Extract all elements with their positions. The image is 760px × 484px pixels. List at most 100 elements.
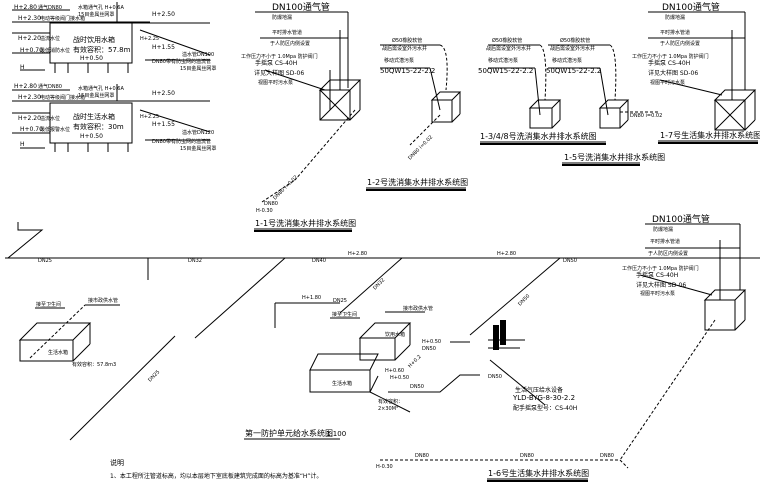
pump-model: 50QW15-22-2.2 — [380, 67, 435, 75]
diagram-title: 1-6号生活集水井排水系统图 — [488, 468, 589, 478]
pipe-label: DN80 i=0.02 — [630, 113, 662, 119]
note-label: 手摇泵 CS-40H — [636, 271, 678, 279]
note-label: 视图平时污水泵 — [258, 79, 293, 86]
pipe-label: DN80 i=0.02 — [272, 174, 299, 201]
note-label: 水箱通气孔 H+0.6A — [78, 4, 124, 11]
tank-drinking: H+2.80 通气DN80 水箱通气孔 H+0.6A 15目金属丝网罩 H+2.… — [12, 2, 216, 73]
pipe-label: DN50 — [517, 293, 531, 307]
note-label: 详见大样图 SD-06 — [648, 69, 698, 77]
pipe-label: DN50 — [488, 374, 502, 380]
middle-water-tanks: 接至卫生间 接市政供水管 生活水箱 饮用水箱 有效容积： 2×30M³ H+0.… — [309, 305, 480, 413]
pump-icon — [500, 320, 506, 345]
note-label: 15目金属丝网罩 — [78, 11, 114, 18]
tank-name: 生活水箱 — [48, 349, 68, 356]
note-label: 平时排水管道 — [272, 29, 302, 36]
notes-heading: 说明 — [110, 458, 124, 467]
sump-1-348: Ø50橡胶软管 战后需设室外污水井 移动式潜污泵 50QW15-22-2.2 1… — [478, 37, 606, 145]
pipe-label: DN25 — [147, 369, 161, 383]
notes-item: 1、本工程所注管道标高，均以本层地下室底板建筑完成面的标高为基准“H”计。 — [110, 472, 322, 480]
level-label: H — [20, 64, 25, 71]
note-label: 溢流水位 — [40, 35, 60, 42]
note-label: 移动式潜污泵 — [552, 57, 582, 64]
pipe-label: DN40 — [312, 258, 326, 264]
scale-label: 1:100 — [326, 430, 346, 438]
diagram-title: 1-1号洗消集水井排水系统图 — [255, 218, 356, 228]
tank-name: 战时生活水箱 — [73, 112, 115, 121]
pressure-pump-set: DN50 生活气压给水设备 YLD-BYG-8-30-2.2 配手摇泵型号：CS… — [488, 320, 577, 412]
pipe-label: DN50 — [422, 346, 436, 352]
level-label: H+2.30 — [18, 94, 41, 101]
note-label: 平时排水管道 — [650, 238, 680, 245]
note-label: 手摇泵 CS-40H — [648, 59, 690, 67]
tank-body — [49, 22, 133, 64]
sump-1-5: Ø50橡胶软管 战后需设室外污水井 移动式潜污泵 50QW15-22-2.2 D… — [546, 37, 665, 166]
pipe-label: DN80 — [264, 201, 278, 207]
level-label: H+0.2 — [407, 354, 422, 369]
sump-1-7: DN100通气管 防爆地漏 平时排水管道 于人防区内侧设置 工作压力不小于 1.… — [632, 1, 760, 144]
sump-1-2: Ø50橡胶软管 战后需设室外污水井 移动式潜污泵 50QW15-22-2.2 D… — [366, 37, 468, 191]
level-label: H+0.50 — [80, 55, 103, 62]
pipe-label: DN80 — [520, 453, 534, 459]
pump-model: YLD-BYG-8-30-2.2 — [512, 394, 575, 402]
pipe-label: DN80 — [600, 453, 614, 459]
note-label: DN80带有防虫网的溢流管 — [152, 138, 211, 145]
tank-capacity: 有效容积：57.8m — [73, 45, 131, 54]
note-label: 防爆地漏 — [272, 14, 292, 21]
hand-pump-model: 配手摇泵型号：CS-40H — [513, 404, 577, 412]
level-label: H+2.25 — [140, 114, 159, 120]
note-label: 战后需设室外污水井 — [382, 45, 427, 52]
level-label: H+0.70 — [20, 47, 43, 54]
note-label: 视图平时污水泵 — [640, 290, 675, 297]
tank-name: 饮用水箱 — [385, 331, 405, 338]
pump-model: 50QW15-22-2.2 — [546, 67, 601, 75]
diagram-title: 1-7号生活集水井排水系统图 — [660, 130, 760, 140]
level-label: H+2.20 — [18, 35, 41, 42]
note-label: 水箱通气孔 H+0.6A — [78, 85, 124, 92]
note-label: 详见大样图 SD-06 — [636, 281, 686, 289]
note-label: 于人防区内侧设置 — [648, 250, 688, 257]
tank-volume-value: 2×30M³ — [378, 406, 398, 412]
pipe-label: DN50 — [410, 384, 424, 390]
vent-label: DN100通气管 — [272, 1, 330, 13]
level-label: H — [20, 141, 25, 148]
tank-living: H+2.80 通气DN80 水箱通气孔 H+0.6A 15目金属丝网罩 H+2.… — [12, 83, 216, 152]
leader-line — [139, 29, 211, 56]
pump-name: 生活气压给水设备 — [515, 386, 563, 394]
tank-name: 战时饮用水箱 — [73, 35, 115, 44]
note-label: 移动式潜污泵 — [488, 57, 518, 64]
note-label: 15目金属丝网罩 — [180, 65, 216, 72]
note-label: 工作压力不小于 1.0Mpa 防护阀门 — [632, 53, 709, 60]
note-label: 接至卫生间 — [332, 311, 357, 318]
note-label: 工作压力不小于 1.0Mpa 防护阀门 — [241, 53, 318, 60]
note-label: 溢水管DN100 — [182, 51, 214, 58]
note-label: 15目金属丝网罩 — [180, 145, 216, 152]
pipe-label: DN25 — [38, 258, 52, 264]
note-label: 移动式潜污泵 — [384, 57, 414, 64]
level-label: H+0.70 — [20, 126, 43, 133]
pipe-label: DN50 — [563, 258, 577, 264]
pump-model: 50QW15-22-2.2 — [478, 67, 533, 75]
level-label: H+1.55 — [152, 44, 175, 51]
level-label: H-0.30 — [256, 208, 273, 214]
note-label: 平时排水管道 — [660, 29, 690, 36]
note-label: 战后需设室外污水井 — [550, 45, 595, 52]
note-label: 视图平时污水泵 — [650, 79, 685, 86]
tank-name: 生活水箱 — [332, 380, 352, 387]
sump-1-1: DN100通气管 防爆地漏 平时排水管道 于人防区内侧设置 工作压力不小于 1.… — [241, 1, 362, 232]
level-label: H+1.55 — [152, 121, 175, 128]
vent-label: DN100通气管 — [662, 1, 720, 13]
note-label: 接市政供水管 — [403, 305, 433, 312]
level-label: H+0.50 — [422, 339, 441, 345]
level-label: H+0.60 — [385, 368, 404, 374]
sump-1-6: DN100通气管 防爆地漏 平时排水管道 于人防区内侧设置 工作压力不小于 1.… — [376, 213, 747, 482]
diagram-title: 第一防护单元给水系统图 — [245, 428, 333, 438]
pipe-label: DN25 — [333, 298, 347, 304]
note-label: 防爆地漏 — [653, 226, 673, 233]
diagram-title: 1-2号洗消集水井排水系统图 — [367, 177, 468, 187]
left-water-tank: 接至卫生间 接市政供水管 生活水箱 有效容积：57.8m3 — [18, 297, 120, 368]
level-label: H+2.80 — [14, 83, 37, 90]
note-label: 手摇泵 CS-40H — [255, 59, 297, 67]
level-label: H+0.50 — [390, 375, 409, 381]
